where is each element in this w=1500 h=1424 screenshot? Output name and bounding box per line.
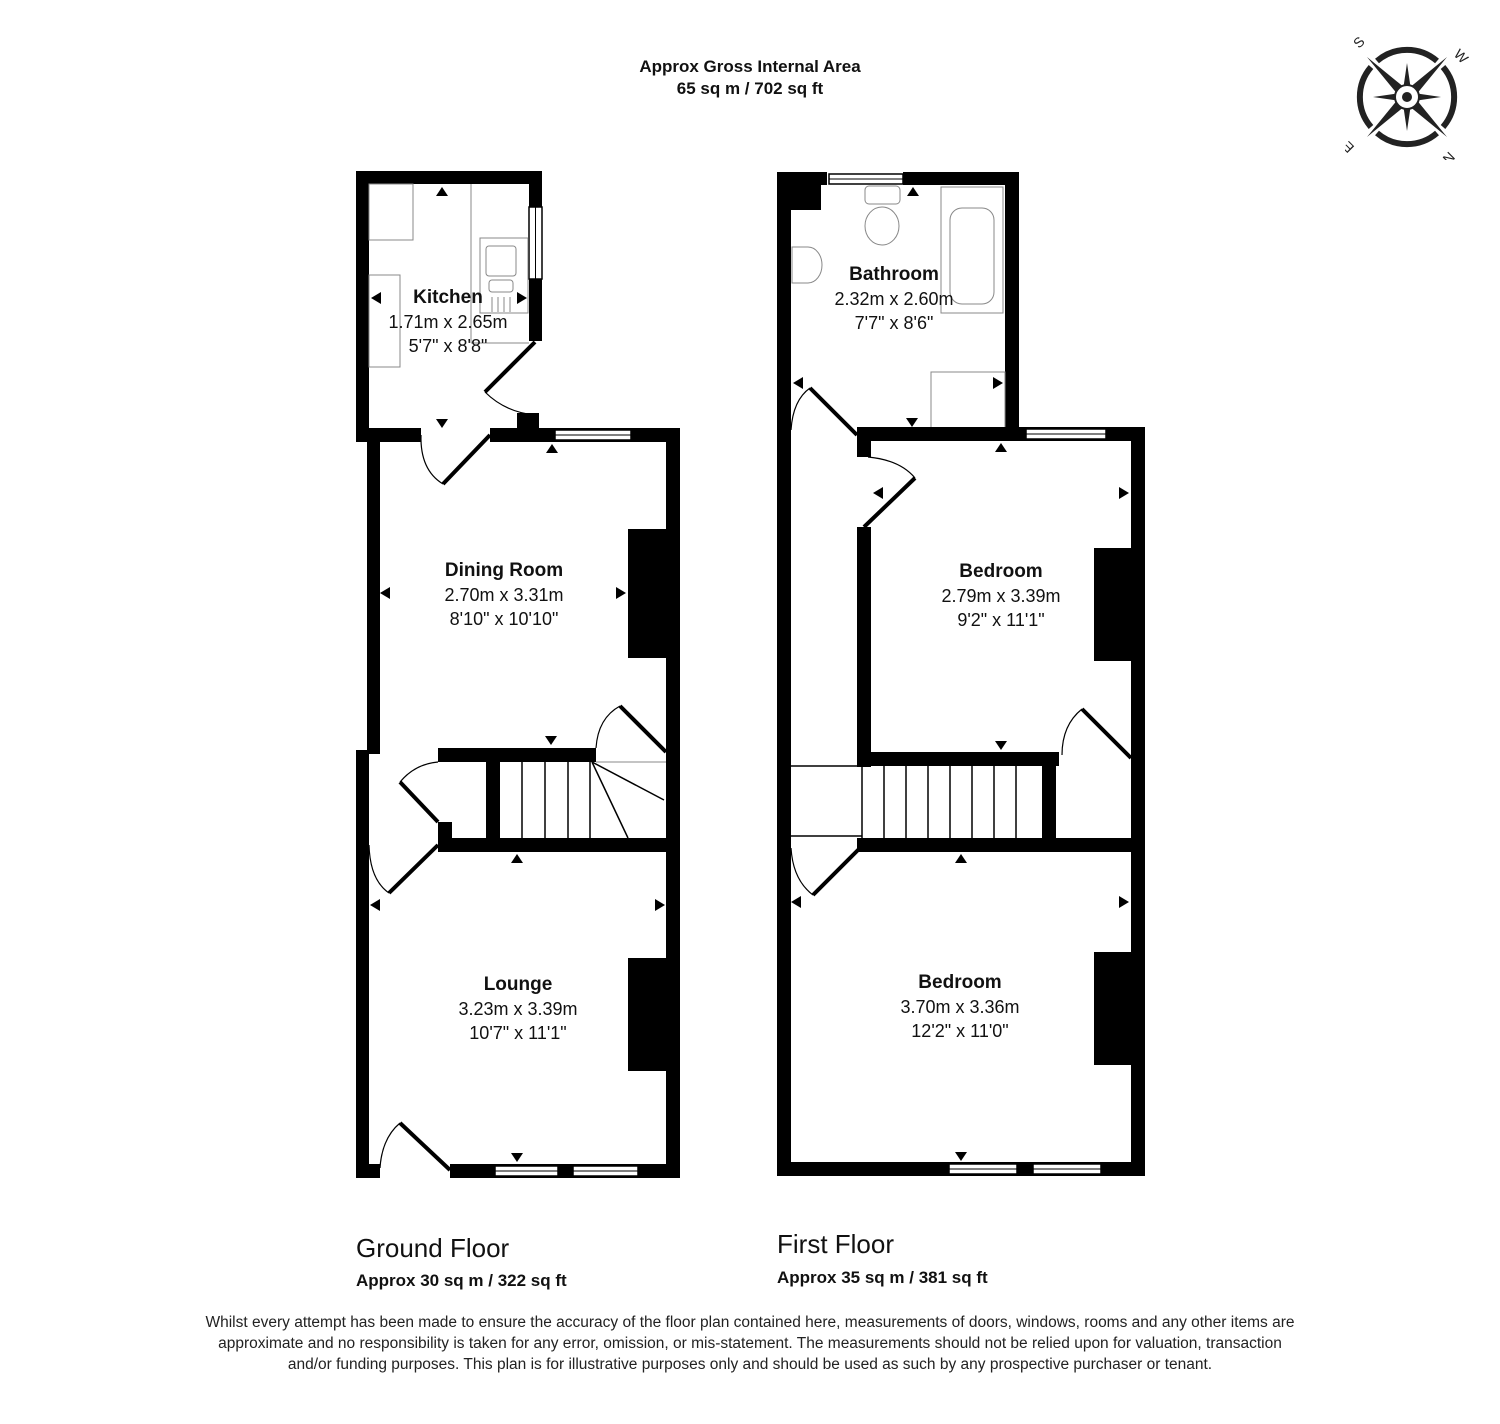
room-dimensions-imperial: 10'7" x 11'1" [469,1023,567,1043]
room-dimensions-imperial: 5'7" x 8'8" [408,336,488,356]
ground-floor-area: Approx 30 sq m / 322 sq ft [356,1271,567,1290]
room-dimensions-metric: 3.23m x 3.39m [458,999,578,1019]
room-dimensions-imperial: 12'2" x 11'0" [911,1021,1009,1041]
room-label-bedroom-1: Bedroom 2.79m x 3.39m 9'2" x 11'1" [941,560,1060,632]
room-dimensions-metric: 2.32m x 2.60m [834,289,954,309]
room-dimensions-metric: 2.70m x 3.31m [444,585,564,605]
room-label-kitchen: Kitchen 1.71m x 2.65m 5'7" x 8'8" [388,286,507,358]
room-label-lounge: Lounge 3.23m x 3.39m 10'7" x 11'1" [458,973,577,1045]
room-name: Bedroom [959,561,1043,582]
room-label-bedroom-2: Bedroom 3.70m x 3.36m 12'2" x 11'0" [900,971,1019,1043]
room-dimensions-metric: 2.79m x 3.39m [941,586,1061,606]
first-floor-plan [777,172,1145,1176]
disclaimer-text: Whilst every attempt has been made to en… [205,1314,1295,1373]
room-dimensions-metric: 3.70m x 3.36m [900,997,1020,1017]
room-name: Bathroom [849,264,939,285]
ground-floor-plan [356,171,680,1178]
gross-internal-area-title: Approx Gross Internal Area 65 sq m / 702… [0,56,1500,100]
room-dimensions-imperial: 7'7" x 8'6" [854,313,934,333]
first-floor-title: First Floor [777,1229,894,1259]
room-label-dining-room: Dining Room 2.70m x 3.31m 8'10" x 10'10" [444,559,563,631]
title-line-2: 65 sq m / 702 sq ft [676,79,824,98]
room-name: Bedroom [918,972,1002,993]
room-name: Lounge [483,974,553,995]
room-label-bathroom: Bathroom 2.32m x 2.60m 7'7" x 8'6" [834,263,953,335]
room-name: Kitchen [413,287,483,308]
room-dimensions-imperial: 9'2" x 11'1" [957,610,1045,630]
first-floor-area: Approx 35 sq m / 381 sq ft [777,1268,988,1287]
ground-floor-title: Ground Floor [356,1233,510,1263]
room-dimensions-metric: 1.71m x 2.65m [388,312,508,332]
room-name: Dining Room [444,560,564,581]
room-dimensions-imperial: 8'10" x 10'10" [449,609,559,629]
title-line-1: Approx Gross Internal Area [639,57,861,76]
